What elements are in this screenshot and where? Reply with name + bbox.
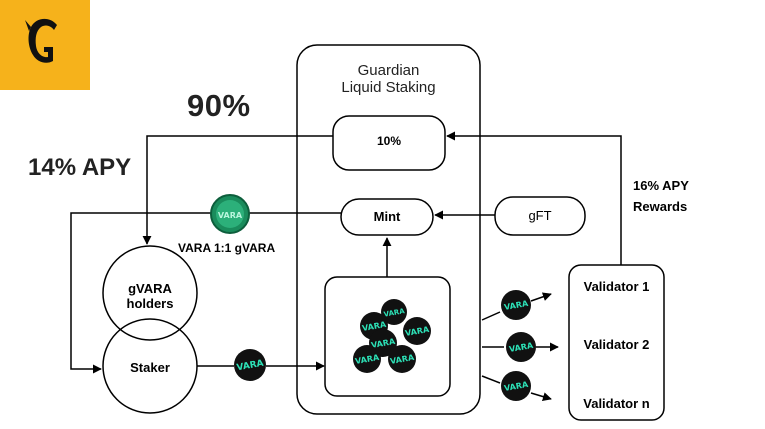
- svg-text:VARA: VARA: [503, 299, 529, 312]
- svg-text:VARA: VARA: [404, 325, 430, 338]
- guardian-container: [296, 44, 481, 415]
- rewards-word: Rewards: [633, 199, 688, 214]
- validator-1-coin-icon: VARA: [501, 290, 531, 320]
- staker-coin-icon: VARA: [234, 349, 266, 381]
- guardian-helmet-icon: [25, 18, 57, 63]
- pool-to-valn-arrow: [530, 392, 552, 401]
- fee-split-label: 90%: [187, 88, 251, 123]
- svg-text:VARA: VARA: [236, 359, 265, 374]
- validators-box: [568, 264, 665, 421]
- svg-text:VARA: VARA: [370, 337, 396, 350]
- pool-coin-icon: VARA: [353, 345, 381, 373]
- svg-text:VARA: VARA: [389, 353, 415, 366]
- mint-box-label: Mint: [373, 209, 401, 224]
- fee-to-holders-arrow: [142, 135, 333, 245]
- staker-apy-label: 14% APY: [28, 154, 132, 181]
- svg-text:VARA: VARA: [354, 353, 380, 366]
- guardian-logo: [0, 0, 90, 90]
- gvara-coin-icon: VARA: [210, 194, 250, 234]
- validator-n-label: Validator n: [583, 396, 650, 411]
- pool-coin-icon: VARA: [403, 317, 431, 345]
- pool-to-val1-arrow: [530, 292, 552, 302]
- pool-coin-icon: VARA: [388, 345, 416, 373]
- validator-1-label: Validator 1: [583, 279, 650, 294]
- mint-to-staker-arrow: [70, 212, 341, 374]
- holders-line1: gVARA: [128, 281, 172, 296]
- validator-2-label: Validator 2: [583, 337, 650, 352]
- rewards-arrow: [446, 131, 622, 265]
- guardian-title-line2: Liquid Staking: [341, 79, 436, 96]
- pool-to-val1-line: [481, 311, 501, 321]
- validator-n-coin-icon: VARA: [501, 371, 531, 401]
- svg-text:VARA: VARA: [503, 380, 529, 393]
- pool-coin-icon: VARA: [381, 299, 407, 325]
- holders-line2: holders: [126, 296, 174, 311]
- gvara-holders-label: gVARA holders: [100, 281, 200, 311]
- pool-to-valn-line: [481, 375, 501, 384]
- validator-2-coin-icon: VARA: [506, 332, 536, 362]
- mint-box: [340, 198, 434, 236]
- gvara-holders-circle: [102, 245, 198, 341]
- rewards-apy: 16% APY: [633, 178, 689, 193]
- svg-text:VARA: VARA: [383, 307, 406, 319]
- rewards-label: 16% APY Rewards: [633, 175, 689, 217]
- guardian-title: Guardian Liquid Staking: [297, 62, 480, 96]
- svg-text:VARA: VARA: [218, 211, 243, 220]
- guardian-title-line1: Guardian: [357, 62, 420, 79]
- svg-text:VARA: VARA: [508, 341, 534, 354]
- exchange-ratio-label: VARA 1:1 gVARA: [178, 241, 276, 255]
- staker-label: Staker: [130, 360, 170, 375]
- fee-box-label: 10%: [376, 134, 402, 148]
- gft-box: [494, 196, 586, 236]
- gft-box-label: gFT: [528, 208, 552, 223]
- fee-box: [332, 115, 446, 171]
